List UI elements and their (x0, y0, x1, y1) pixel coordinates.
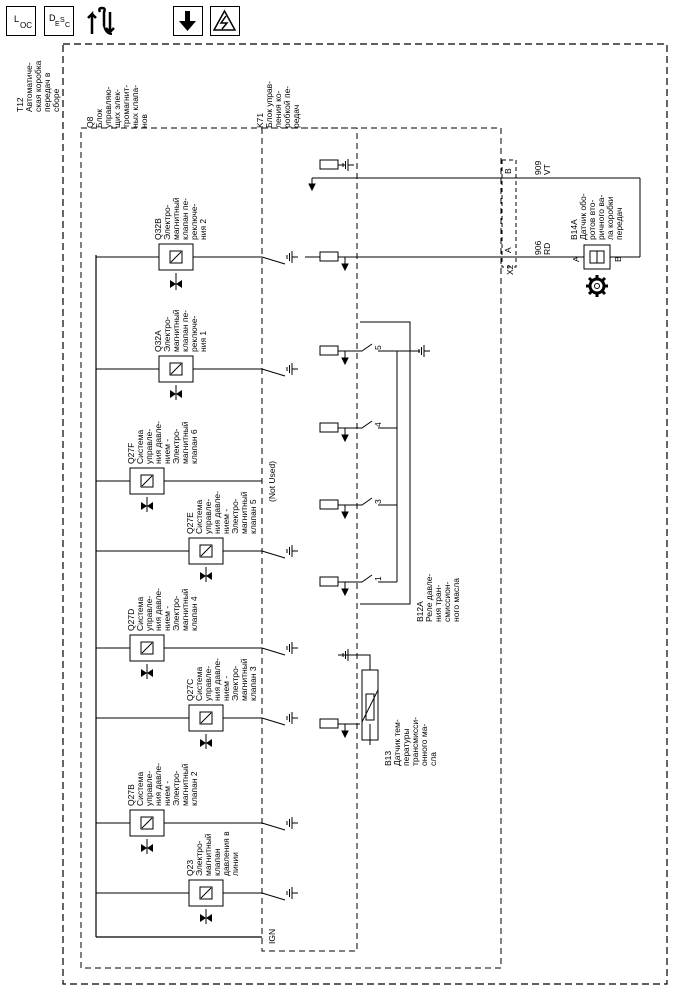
gear-icon (586, 275, 608, 297)
description-button-main: D (49, 13, 56, 23)
description-button[interactable]: D E S C (44, 6, 74, 36)
q23-label: Q23 Электро- магнитный клапан давления в… (185, 831, 240, 876)
k71-label: K71 Блок управ- ления ко- робкой пе- ред… (255, 81, 301, 128)
t12-frame (62, 43, 668, 985)
q32a-label: Q32A Электро- магнитный клапан пе- реклю… (153, 309, 208, 352)
not-used-label: (Not Used) (267, 460, 277, 502)
switch-5-label: 5 (373, 345, 383, 350)
b13-label: B13 Датчик тем- пературы трансмисси- онн… (383, 717, 438, 766)
q27b-label: Q27B Система управле- ния давле- нием - … (126, 763, 199, 806)
x2-label: X2 (505, 264, 515, 275)
wire-909-label: 909 VT (533, 160, 552, 175)
k71-input-resistors (305, 159, 500, 739)
b14a-pin-a: A (571, 256, 581, 262)
switch-1-label: 1 (373, 576, 383, 581)
valve-q27b (96, 809, 286, 854)
valve-q27e (96, 537, 286, 582)
valve-q27f (96, 467, 262, 512)
x2-pin-b: B (503, 168, 513, 174)
valve-q27d (96, 634, 286, 679)
wire-909 (308, 177, 641, 257)
q27e-label: Q27E Система управле- ния давле- нием - … (185, 491, 258, 534)
driver-grounds (286, 250, 299, 900)
description-button-sub: E (55, 21, 60, 28)
valve-q32b (96, 243, 286, 290)
q27c-label: Q27C Система управле- ния давле- нием - … (185, 658, 258, 701)
description-button-sub3: C (65, 22, 71, 29)
x2-pin-a: A (503, 247, 513, 253)
valve-q27c (96, 704, 286, 749)
b14a-pin-b: B (613, 256, 623, 262)
power-warning-icon[interactable] (210, 6, 240, 36)
t12-label: T12 Автоматиче- ская коробка передач в с… (15, 60, 61, 112)
x2-connector (501, 159, 517, 268)
k71-frame (261, 127, 358, 952)
location-button-main: L (14, 14, 20, 24)
q8-frame (80, 127, 502, 969)
connector-pinout-icon[interactable] (84, 4, 124, 40)
valve-q32a (96, 355, 286, 400)
location-button-sub: OC (20, 21, 32, 30)
valve-q23 (96, 879, 286, 924)
b12a-switches (360, 321, 420, 605)
switch-3-label: 3 (373, 499, 383, 504)
q27f-label: Q27F Система управле- ния давле- нием - … (126, 421, 199, 464)
b12a-label: B12A Реле давле- ния тран- смиссион- ног… (415, 573, 461, 622)
location-button[interactable]: L OC (6, 6, 36, 36)
arrow-down-icon[interactable] (173, 6, 203, 36)
q32b-label: Q32B Электро- магнитный клапан пе- реклю… (153, 197, 208, 240)
wire-906-label: 906 RD (533, 240, 552, 255)
ign-label: IGN (267, 928, 277, 944)
b14a-sensor (500, 244, 640, 270)
switch-4-label: 4 (373, 422, 383, 427)
q8-label: Q8 Блок управляю- щих элек- тромагнит- н… (85, 84, 149, 128)
q27d-label: Q27D Система управле- ния давле- нием - … (126, 588, 199, 631)
b14a-label: B14A Датчик обо- ротов вто- ричного ва- … (569, 193, 624, 240)
toolbar: L OC D E S C (0, 0, 700, 44)
description-button-sub2: S (60, 17, 65, 24)
